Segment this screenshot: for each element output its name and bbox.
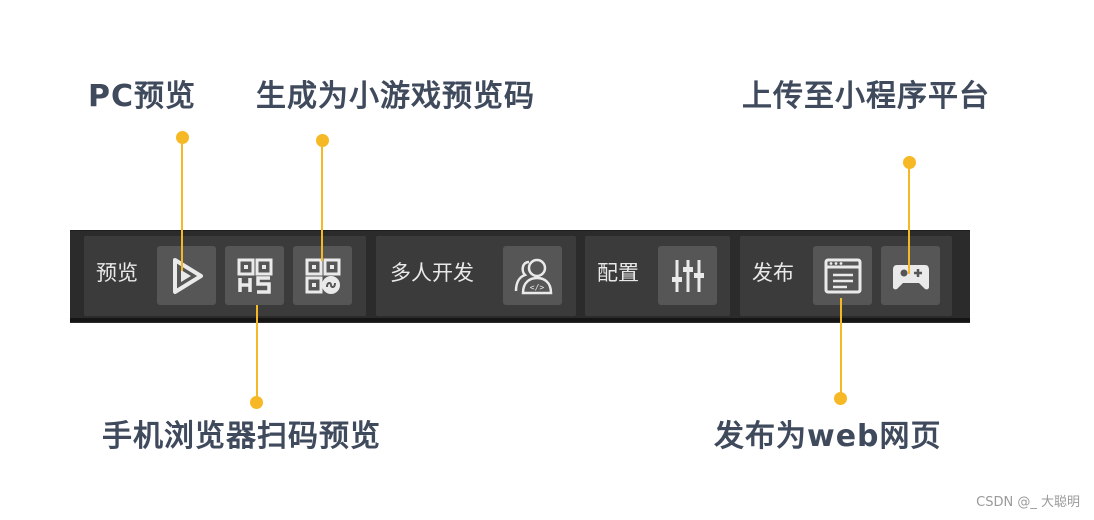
upload-mini-program-button[interactable]: [881, 246, 940, 305]
upload-pointer-line: [908, 168, 910, 274]
pc-preview-button[interactable]: [157, 246, 216, 305]
play-icon: [170, 257, 204, 295]
config-button[interactable]: [658, 246, 717, 305]
toolbar-bottom-strip: [70, 318, 970, 322]
svg-text:</>: </>: [529, 283, 544, 292]
gamepad-icon: [892, 261, 930, 291]
preview-group-label: 预览: [96, 261, 138, 285]
mobile-qr-pointer-dot: [250, 396, 263, 409]
annotation-upload-mini-program: 上传至小程序平台: [742, 79, 990, 114]
annotation-mobile-qr-preview: 手机浏览器扫码预览: [102, 419, 381, 454]
web-page-icon: [824, 258, 862, 294]
config-group-label: 配置: [597, 261, 639, 285]
mini-game-qr-button[interactable]: [293, 246, 352, 305]
mobile-qr-pointer-line: [256, 305, 258, 401]
mobile-qr-preview-button[interactable]: [225, 246, 284, 305]
pc-preview-pointer-dot: [176, 131, 189, 144]
annotation-publish-web: 发布为web网页: [714, 419, 942, 454]
mini-game-qr-pointer-line: [321, 146, 323, 261]
publish-group-label: 发布: [752, 261, 794, 285]
multiplayer-group-label: 多人开发: [390, 261, 474, 285]
sliders-icon: [671, 258, 705, 294]
publish-web-button[interactable]: [813, 246, 872, 305]
annotation-mini-game-qr: 生成为小游戏预览码: [256, 79, 535, 114]
mini-program-qr-icon: [305, 258, 341, 294]
publish-web-pointer-line: [840, 298, 842, 396]
watermark: CSDN @_ 大聪明: [976, 495, 1080, 510]
developer-user-icon: </>: [513, 257, 553, 295]
upload-pointer-dot: [903, 156, 916, 169]
annotation-pc-preview: PC预览: [88, 79, 197, 114]
multiplayer-dev-button[interactable]: </>: [503, 246, 562, 305]
mini-game-qr-pointer-dot: [316, 134, 329, 147]
pc-preview-pointer-line: [181, 143, 183, 271]
qr-h5-icon: [237, 258, 273, 294]
publish-web-pointer-dot: [834, 392, 847, 405]
